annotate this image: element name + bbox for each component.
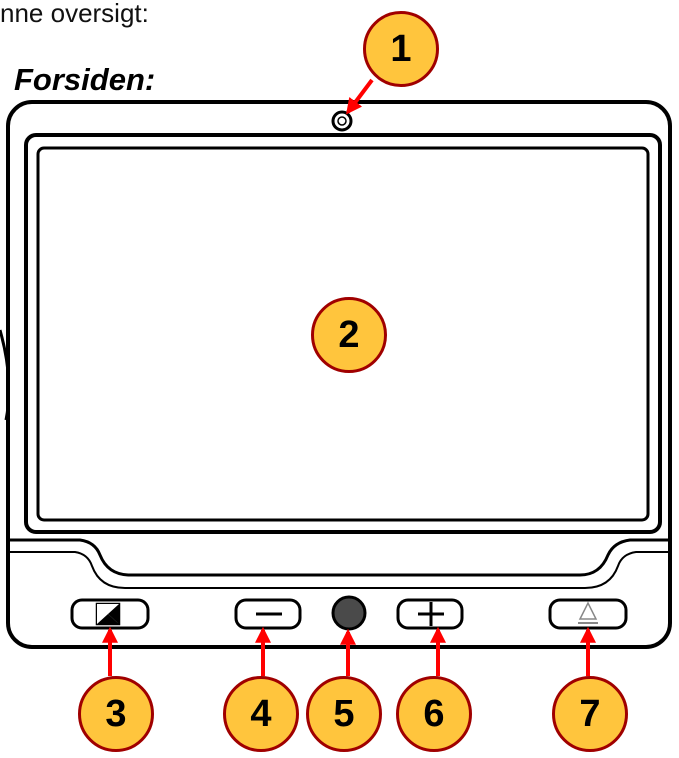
- callout-7: 7: [552, 676, 628, 752]
- callout-6: 6: [396, 676, 472, 752]
- callout-2: 2: [311, 297, 387, 373]
- intro-text: nne oversigt:: [0, 0, 149, 28]
- triangle-icon: [578, 601, 598, 624]
- bezel-contour-outer: [10, 538, 668, 577]
- callout-number: 2: [338, 313, 360, 356]
- contrast-button[interactable]: [70, 598, 150, 630]
- camera-icon: [331, 110, 353, 132]
- callout-number: 1: [390, 27, 412, 70]
- callout-3: 3: [78, 676, 154, 752]
- zoom-out-button[interactable]: [234, 598, 302, 630]
- callout-number: 6: [423, 692, 445, 735]
- callout-4: 4: [223, 676, 299, 752]
- callout-number: 3: [105, 692, 127, 735]
- eject-button[interactable]: [548, 598, 628, 630]
- zoom-in-button[interactable]: [396, 598, 464, 630]
- snapshot-button[interactable]: [331, 595, 367, 631]
- page-heading: Forsiden:: [14, 62, 156, 97]
- plus-icon: [418, 602, 444, 626]
- callout-5: 5: [306, 676, 382, 752]
- callout-number: 4: [250, 692, 272, 735]
- bezel-contour-inner: [10, 551, 668, 589]
- arrow-1: [346, 78, 374, 115]
- callout-1: 1: [363, 11, 439, 87]
- callout-number: 5: [333, 692, 355, 735]
- screen-bezel: [24, 133, 662, 534]
- callout-number: 7: [579, 692, 601, 735]
- contrast-icon: [95, 602, 121, 626]
